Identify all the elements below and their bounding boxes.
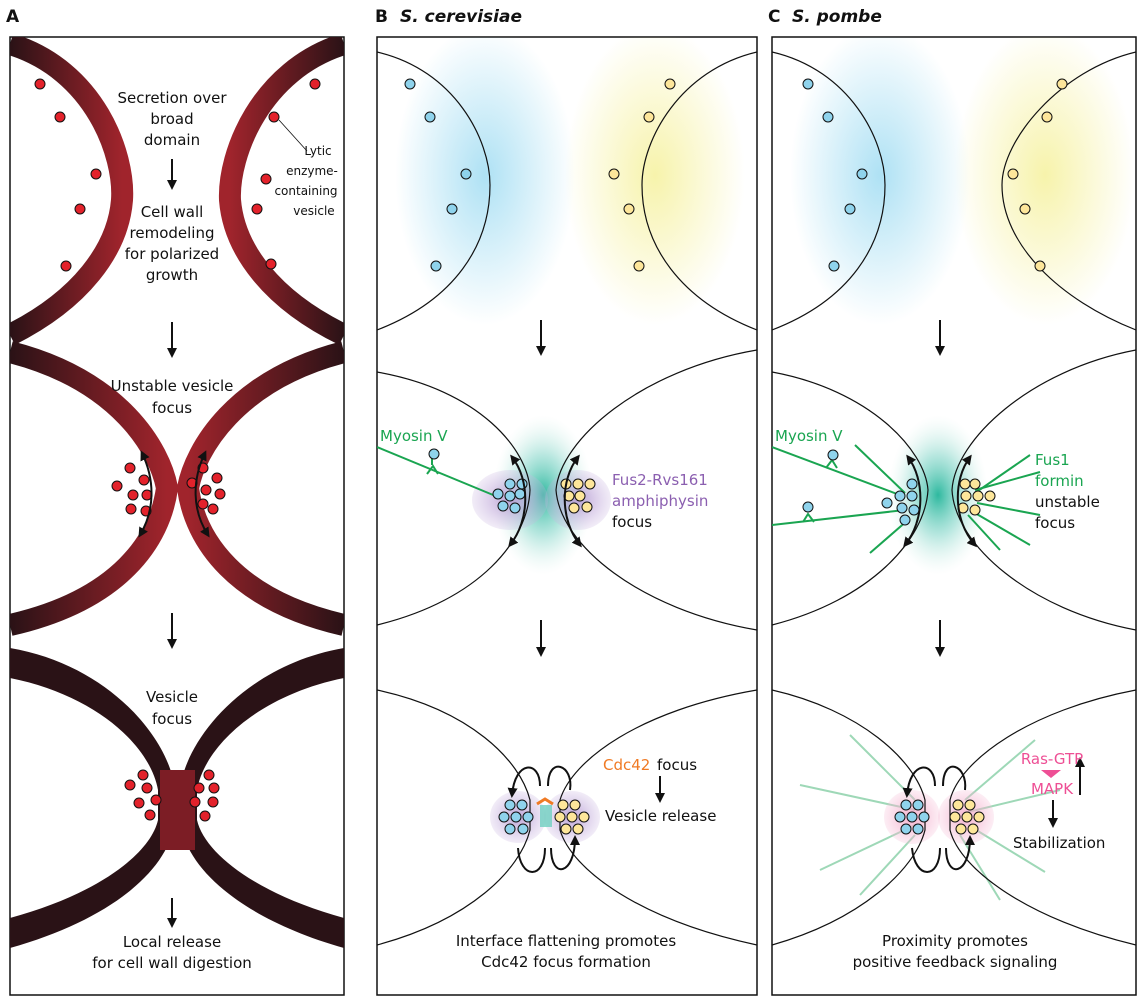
panel-b: B S. cerevisiae (375, 7, 758, 996)
arrows-c (902, 320, 1085, 873)
b1-cell-left (377, 51, 491, 331)
b-vesicle-release: Vesicle release (605, 807, 716, 825)
a-step1-line1: Secretion over (117, 89, 227, 107)
panel-a-frame (9, 36, 345, 996)
b-cdc42-label: Cdc42 (603, 756, 650, 774)
panel-b-letter: B (375, 7, 388, 27)
c-fus1-line2: formin (1035, 472, 1084, 490)
c-stage2 (772, 349, 1136, 631)
a-step4-line2: focus (152, 710, 192, 728)
c2-cell-left (772, 371, 929, 626)
panel-a: A (6, 7, 345, 996)
a-step2-line4: growth (146, 266, 198, 284)
a-vesicle-label-line1: Lytic (304, 144, 331, 158)
b1-cell-right (641, 51, 757, 331)
wall-left-3 (10, 648, 175, 948)
b2-cell-right (555, 349, 757, 631)
wall-left-2 (10, 341, 179, 636)
b-fus2-line2: amphiphysin (612, 492, 708, 510)
a-vesicle-label-line4: vesicle (293, 204, 334, 218)
c-ras-label: Ras-GTP (1021, 750, 1083, 768)
wall-right-3 (180, 648, 344, 948)
a-step2-line1: Cell wall (141, 203, 204, 221)
vesicles-a1 (34, 78, 321, 272)
c-caption-line1: Proximity promotes (882, 932, 1028, 950)
b-caption-line2: Cdc42 focus formation (481, 953, 651, 971)
text-a: Secretion over broad domain Lytic enzyme… (92, 89, 338, 972)
c2-myosin-motor-1 (825, 458, 838, 469)
c1-cell-right (1001, 51, 1136, 331)
c-myosin-label: Myosin V (775, 427, 843, 445)
c1-cell-left (772, 51, 886, 331)
wall-right-2 (176, 341, 344, 636)
a-step1-line3: domain (144, 131, 200, 149)
b-myosin-label: Myosin V (380, 427, 448, 445)
c-fus1-line1: Fus1 (1035, 451, 1070, 469)
b2-cell-left (377, 371, 531, 626)
b-caption-line1: Interface flattening promotes (456, 932, 676, 950)
c-stabilization-label: Stabilization (1013, 834, 1105, 852)
a-vesicle-label-line2: enzyme- (286, 164, 338, 178)
a-step3-line1: Unstable vesicle (111, 377, 234, 395)
panel-a-letter: A (6, 7, 20, 27)
panel-c-frame (771, 36, 1137, 996)
wall-left-1 (10, 37, 134, 345)
redistribution-arrows-a (138, 450, 210, 538)
vesicle-leader-line (278, 119, 308, 152)
b-fus2-line3: focus (612, 513, 652, 531)
vesicles-c3 (894, 799, 985, 835)
arrows-b (507, 320, 665, 873)
vesicles-b3 (498, 799, 590, 835)
c-ras-inhibition-mark (1041, 770, 1061, 778)
a-step4-line1: Vesicle (146, 688, 198, 706)
a-vesicle-label-line3: containing (274, 184, 337, 198)
panel-c: C S. pombe (768, 7, 1137, 996)
a-step1-line2: broad (150, 110, 193, 128)
vesicles-c1 (802, 78, 1068, 272)
text-c: Myosin V Fus1 formin unstable focus Ras-… (775, 427, 1105, 971)
panel-b-frame (376, 36, 758, 996)
c-fus1-line3: unstable (1035, 493, 1100, 511)
vesicles-a3 (124, 769, 220, 822)
panel-c-letter: C (768, 7, 780, 27)
a-step2-line2: remodeling (130, 224, 215, 242)
wall-right-1 (218, 37, 344, 345)
b-fus2-line1: Fus2-Rvs161 (612, 471, 708, 489)
a-step5-line1: Local release (123, 933, 221, 951)
c-fus1-line4: focus (1035, 514, 1075, 532)
panel-b-species: S. cerevisiae (400, 7, 522, 27)
c-caption-line2: positive feedback signaling (853, 953, 1058, 971)
b-focus-word: focus (657, 756, 697, 774)
c2-myosin-motor-2 (802, 512, 815, 523)
a-step3-line2: focus (152, 399, 192, 417)
vesicles-b1 (404, 78, 676, 272)
b-stage1 (377, 37, 757, 331)
wall-fusion-zone (160, 770, 195, 850)
b-stage2 (377, 349, 757, 631)
panel-a-cell-walls (10, 37, 344, 948)
a-step2-line3: for polarized (125, 245, 219, 263)
b2-myosin-motor (426, 464, 439, 475)
c2-cell-right (951, 349, 1136, 631)
a-step5-line2: for cell wall digestion (92, 954, 252, 972)
c-stage1 (772, 37, 1136, 331)
text-b: Myosin V Fus2-Rvs161 amphiphysin focus C… (380, 427, 716, 971)
panel-c-species: S. pombe (792, 7, 882, 27)
c-mapk-label: MAPK (1031, 780, 1074, 798)
